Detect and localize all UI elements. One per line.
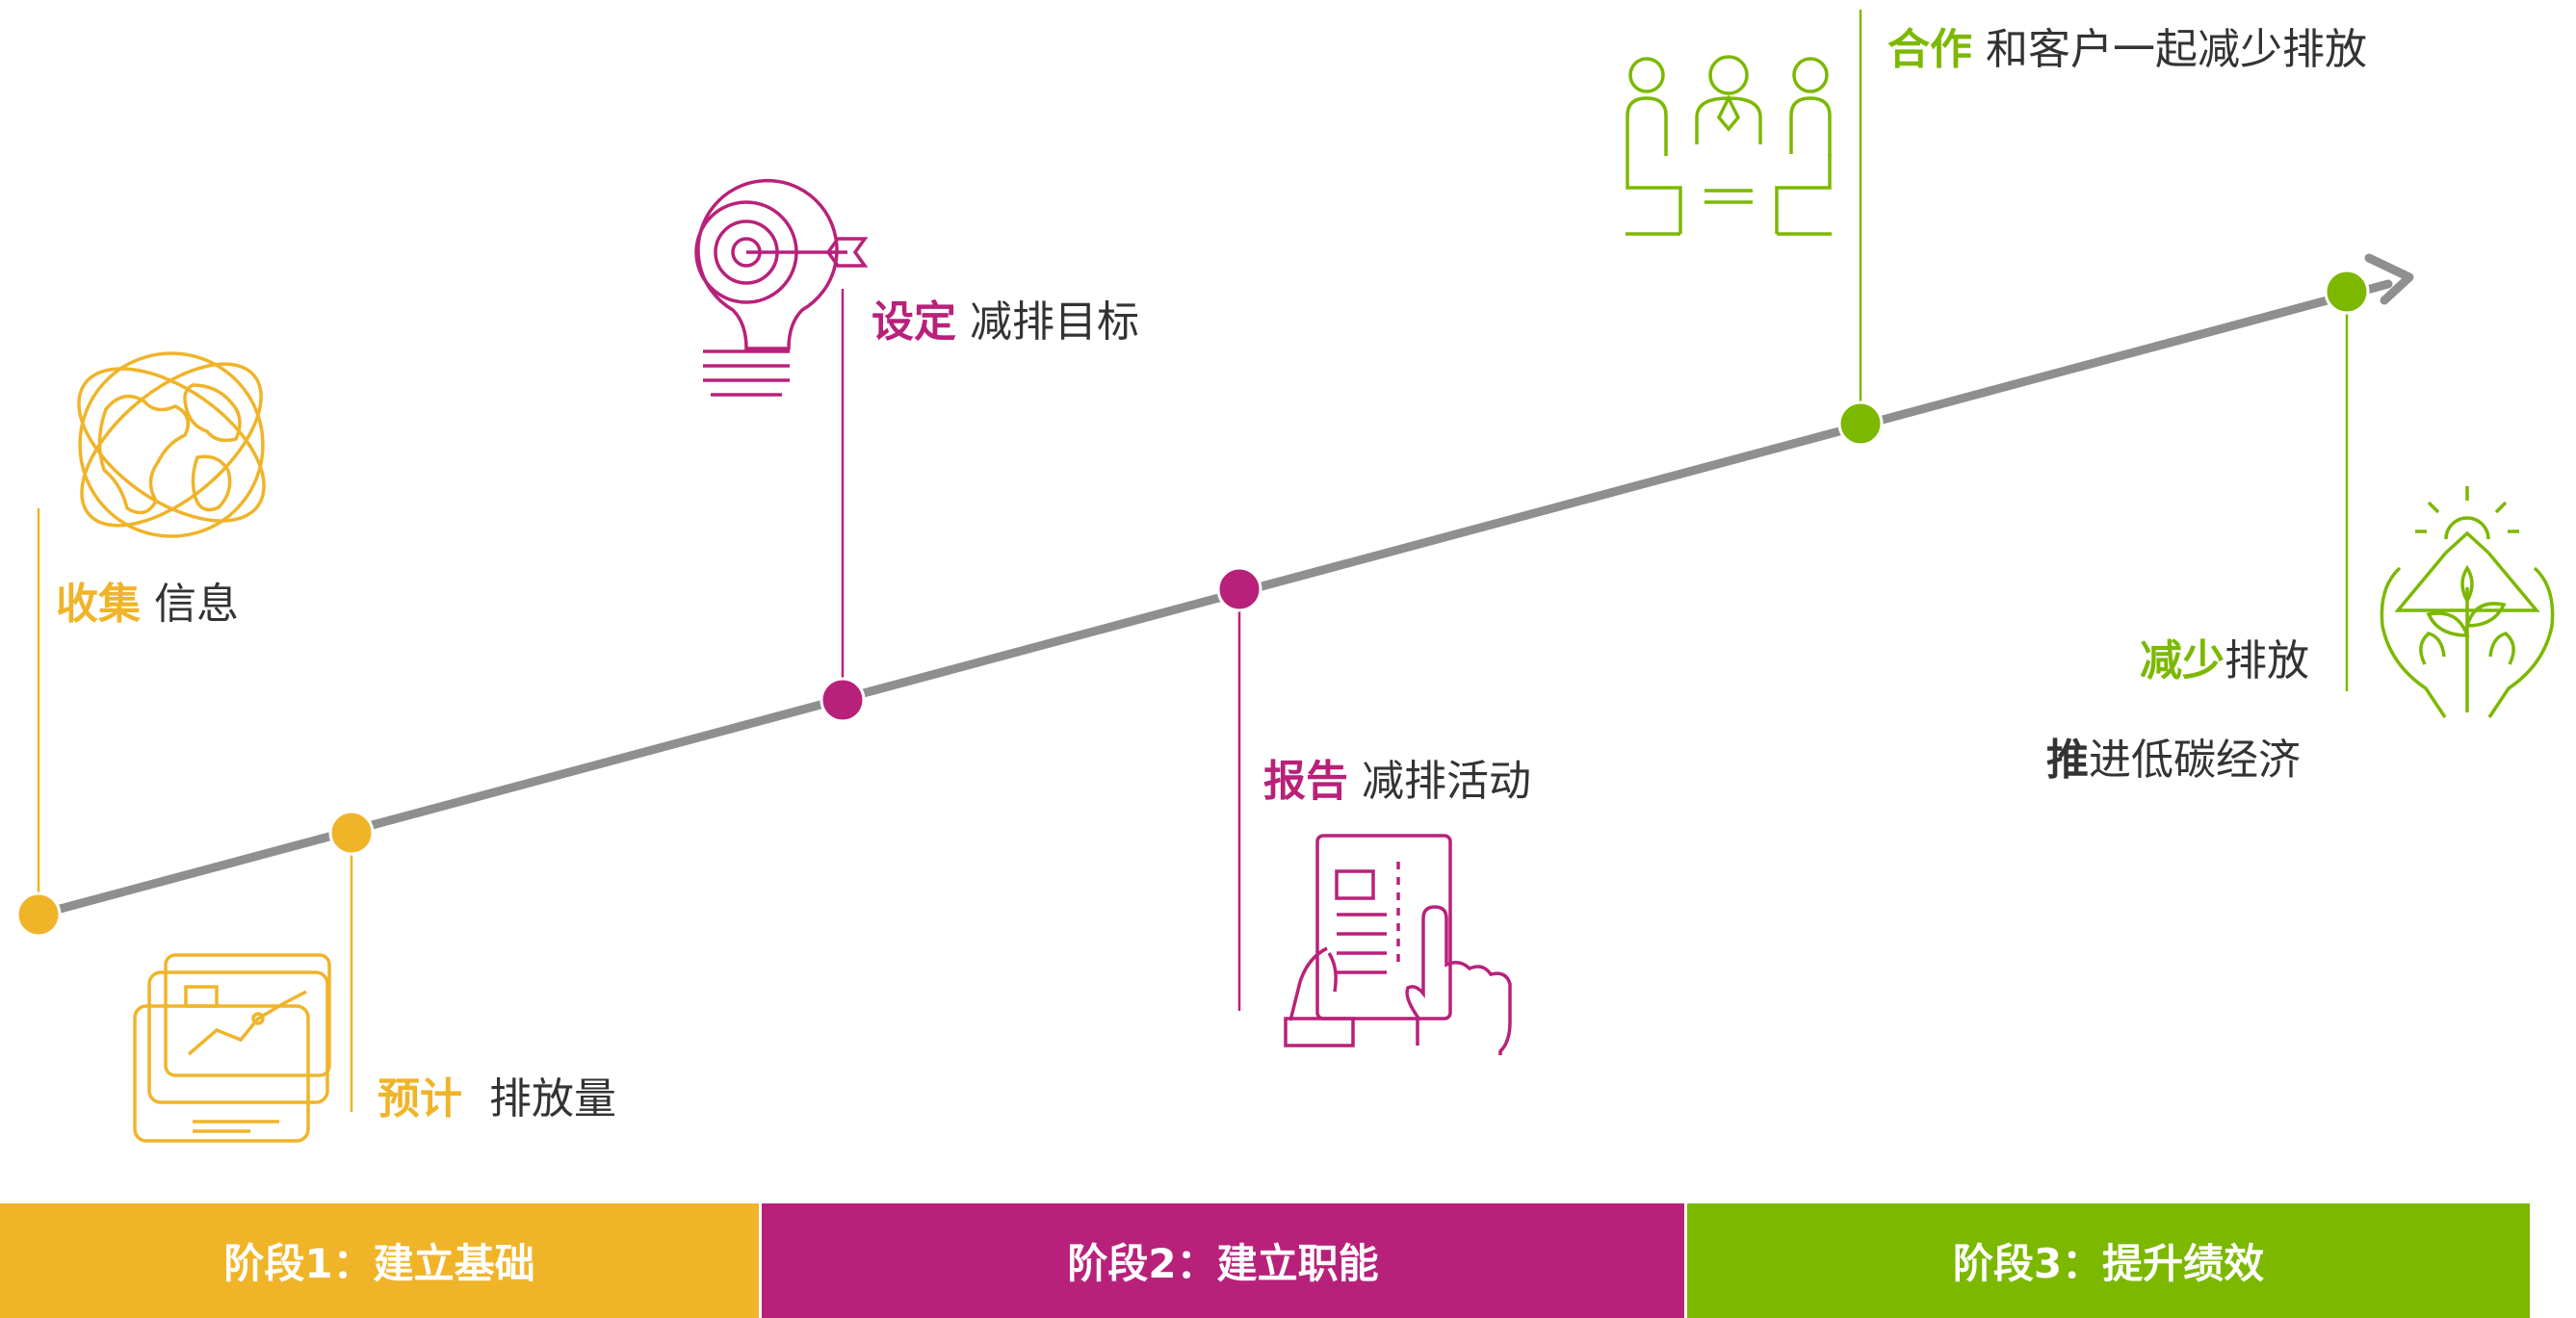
step-keyword: 减少 xyxy=(2140,636,2225,685)
stage-band-1: 阶段1：建立基础 xyxy=(0,1203,759,1318)
note-keyword: 推 xyxy=(2046,736,2089,785)
roadmap-diagram xyxy=(15,10,2555,1143)
milestone-dot xyxy=(2324,269,2370,315)
step-label-reduce: 减少排放 xyxy=(2140,640,2309,683)
tablet-report-icon xyxy=(1284,834,1512,1055)
step-label-report: 报告 减排活动 xyxy=(1263,761,1531,803)
step-label-set-target: 设定 减排目标 xyxy=(872,301,1139,344)
step-label-collect: 收集 信息 xyxy=(56,583,239,626)
milestone-dot xyxy=(820,677,866,723)
meeting-people-icon xyxy=(1626,55,1832,236)
progress-arrow xyxy=(34,253,2414,919)
milestone-dot xyxy=(1216,566,1262,612)
stage-label: 阶段1：建立基础 xyxy=(223,1240,535,1287)
step-keyword: 收集 xyxy=(56,580,141,629)
note-description: 进低碳经济 xyxy=(2089,736,2301,785)
milestone-dot xyxy=(328,810,375,856)
step-keyword: 合作 xyxy=(1887,25,1972,74)
globe-icon xyxy=(77,351,266,538)
milestone-dot xyxy=(15,892,62,938)
step-description: 减排活动 xyxy=(1362,757,1531,806)
stage-band-2: 阶段2：建立职能 xyxy=(762,1203,1684,1318)
step-keyword: 设定 xyxy=(872,297,956,347)
target-bulb-icon xyxy=(694,178,869,397)
step-label-estimate: 预计 排放量 xyxy=(377,1078,616,1121)
step-note-low-carbon: 推进低碳经济 xyxy=(2046,739,2301,782)
milestone-dot xyxy=(1837,401,1884,447)
step-label-cooperate: 合作 和客户一起减少排放 xyxy=(1887,29,2367,71)
step-keyword: 报告 xyxy=(1263,757,1348,806)
step-description: 排放 xyxy=(2225,636,2309,685)
hands-plant-icon xyxy=(2380,486,2555,718)
stage-label: 阶段2：建立职能 xyxy=(1067,1240,1379,1287)
dashboard-chart-icon xyxy=(133,953,331,1143)
step-description: 减排目标 xyxy=(970,297,1139,347)
stage-label: 阶段3：提升绩效 xyxy=(1952,1240,2265,1287)
stage-band-3: 阶段3：提升绩效 xyxy=(1687,1203,2530,1318)
step-description: 和客户一起减少排放 xyxy=(1986,25,2367,74)
step-keyword: 预计 xyxy=(377,1074,462,1124)
step-description: 信息 xyxy=(154,580,239,629)
step-description: 排放量 xyxy=(489,1074,616,1124)
